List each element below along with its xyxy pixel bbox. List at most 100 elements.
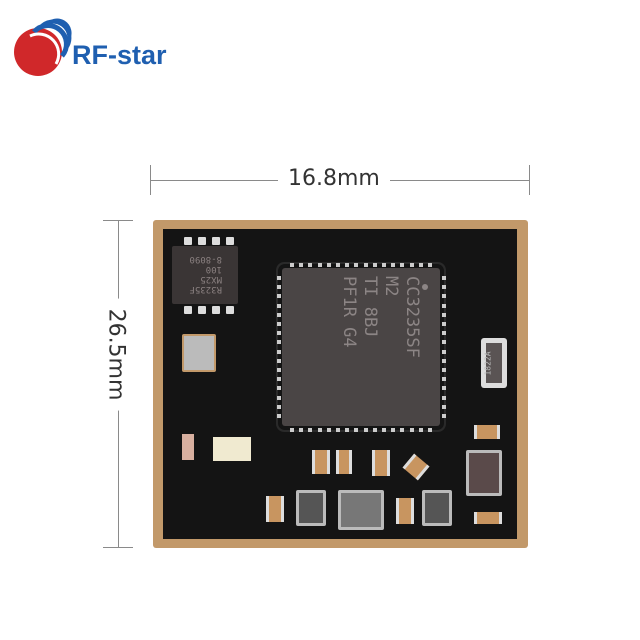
flash-pin [184,306,192,314]
chip-pin [418,263,423,267]
chip-pin [442,331,446,336]
chip-pin [299,263,304,267]
chip-pin [277,276,281,280]
brand-name: RF-star [72,40,167,70]
height-dimension-tick-bottom [103,547,133,548]
power-inductor [466,450,502,496]
chip-pin [409,428,414,432]
chip-pin [299,428,304,432]
chip-pin [382,428,386,432]
chip-pin [308,263,313,267]
width-label: 16.8mm [278,166,390,191]
smd-capacitor [474,512,502,524]
chip-pin [336,428,340,432]
chip-pin [391,263,396,267]
chip-pin [363,428,368,432]
smd-capacitor [336,450,352,474]
chip-pin [442,349,446,354]
chip-pin [277,395,281,400]
chip-pin [400,263,405,267]
chip-pin [277,331,281,336]
chip-pin [326,428,331,432]
chip-pin [442,386,446,391]
chip-pin [308,428,313,432]
chip-pin [290,263,294,267]
chip-pin [363,263,368,267]
pin1-dot [422,284,428,290]
chip-pin [277,340,281,345]
width-dimension-tick-right [529,165,530,195]
chip-pin [345,428,350,432]
chip-pin [442,368,446,372]
chip-pin [442,294,446,299]
chip-pin [372,428,377,432]
chip-pin [382,263,386,267]
smd-capacitor [396,498,414,524]
chip-pin [428,263,432,267]
chip-pin [442,285,446,290]
smd-capacitor [372,450,390,476]
flash-pin [226,306,234,314]
chip-pin [442,377,446,382]
logo-globe-icon [14,18,72,76]
inductor [422,490,452,526]
flash-pin [212,306,220,314]
chip-pin [277,294,281,299]
inductor [296,490,326,526]
smd-capacitor [266,496,284,522]
chip-pin [277,414,281,418]
chip-pin [317,263,322,267]
chip-pin [354,428,359,432]
chip-pin [277,404,281,409]
chip-pin [442,404,446,409]
chip-pin [442,340,446,345]
chip-pin [372,263,377,267]
chip-pin [277,312,281,317]
flash-pin [198,306,206,314]
chip-pin [354,263,359,267]
small-crystal [182,334,216,372]
chip-pin [326,263,331,267]
chip-pin [442,276,446,280]
chip-pin [442,303,446,308]
chip-pin [277,303,281,308]
chip-pin [277,322,281,326]
antenna-pad [213,437,251,461]
height-dimension-tick-top [103,220,133,221]
flash-pin [226,237,234,245]
crystal-marking: 1822A [483,351,493,376]
inductor [338,490,384,530]
chip-pin [442,358,446,363]
flash-pin [212,237,220,245]
flash-pin [184,237,192,245]
chip-pin [442,414,446,418]
chip-pin [409,263,414,267]
width-dimension-tick-left [150,165,151,195]
chip-pin [277,349,281,354]
chip-pin [400,428,405,432]
chip-pin [277,368,281,372]
chip-pin [277,377,281,382]
chip-pin [345,263,350,267]
chip-pin [391,428,396,432]
height-label: 26.5mm [103,298,129,411]
chip-pin [442,312,446,317]
crystal: 1822A [481,338,507,388]
flash-pin [198,237,206,245]
chip-pin [442,395,446,400]
chip-pin [442,322,446,326]
smd-capacitor [312,450,330,474]
chip-pin [428,428,432,432]
chip-pin [277,386,281,391]
chip-pin [277,358,281,363]
rf-star-logo [12,18,72,82]
chip-pin [277,285,281,290]
chip-pin [336,263,340,267]
smd-capacitor [474,425,500,439]
chip-pin [290,428,294,432]
chip-pin [317,428,322,432]
